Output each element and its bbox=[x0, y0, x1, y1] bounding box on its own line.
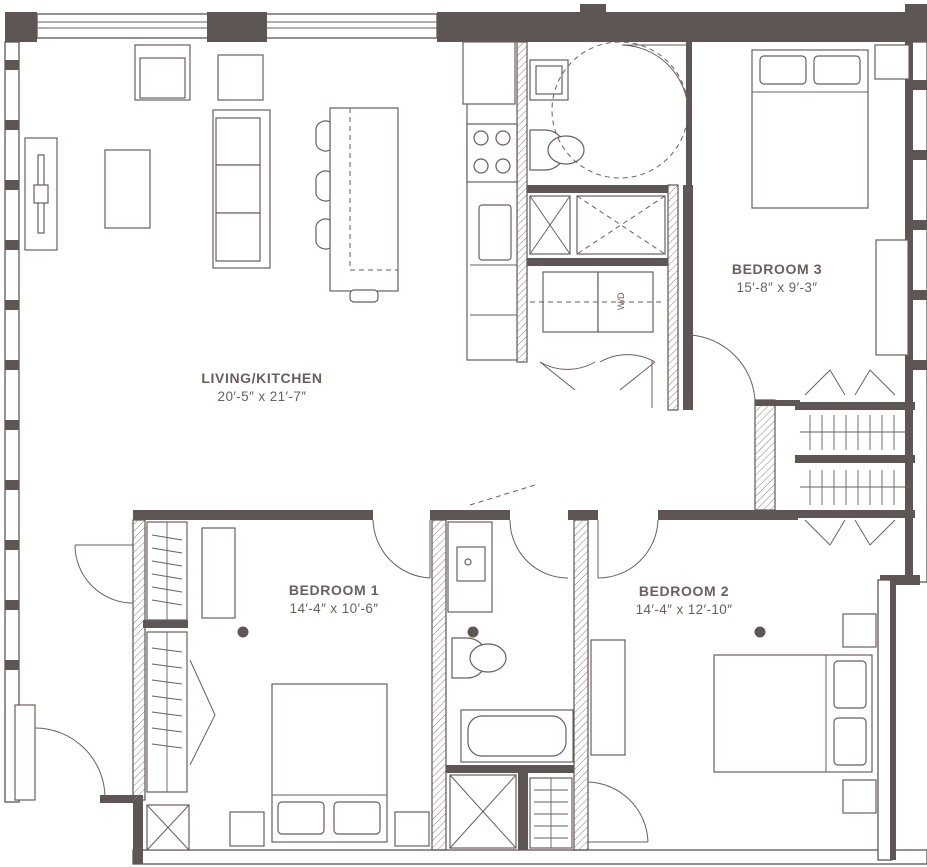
range bbox=[466, 123, 518, 183]
living-furniture bbox=[24, 41, 518, 361]
coffee-table bbox=[104, 149, 151, 229]
side-table bbox=[217, 54, 264, 101]
room-dim-bedroom2: 14′-4″ x 12′-10″ bbox=[636, 602, 733, 617]
bedroom1-furniture bbox=[146, 521, 430, 851]
room-name-living: LIVING/KITCHEN bbox=[201, 370, 322, 386]
room-name-bedroom3: BEDROOM 3 bbox=[732, 261, 822, 277]
nightstand-bedroom1-left bbox=[229, 811, 265, 847]
nightstand-bedroom1-right bbox=[394, 811, 430, 847]
bedroom3-furniture bbox=[751, 44, 910, 546]
dresser-bedroom2 bbox=[590, 639, 626, 756]
dryer bbox=[597, 271, 654, 333]
kitchen-island bbox=[329, 107, 399, 292]
right-window-marks bbox=[912, 80, 927, 370]
bath-top: W/D bbox=[529, 41, 756, 408]
bath-middle bbox=[447, 521, 649, 849]
refrigerator bbox=[462, 41, 516, 105]
room-dim-bedroom1: 14′-4″ x 10′-6″ bbox=[290, 601, 379, 616]
light-fixture-bedroom2 bbox=[754, 626, 766, 638]
room-dim-living: 20′-5″ x 21′-7″ bbox=[218, 389, 307, 404]
light-fixture-bath bbox=[467, 626, 479, 638]
kitchen-sink bbox=[478, 204, 512, 261]
closet-hangers-bedroom3 bbox=[800, 415, 910, 505]
dresser-bedroom3 bbox=[875, 239, 909, 356]
room-name-bedroom1: BEDROOM 1 bbox=[289, 582, 379, 598]
room-labels: LIVING/KITCHEN 20′-5″ x 21′-7″ BEDROOM 3… bbox=[201, 261, 822, 617]
nightstand-bedroom2-bottom bbox=[842, 779, 877, 814]
wd-label: W/D bbox=[616, 292, 626, 310]
exterior-walls bbox=[4, 4, 927, 865]
doors bbox=[14, 484, 659, 801]
dresser-bedroom1 bbox=[201, 527, 236, 619]
nightstand-bedroom2-top bbox=[842, 613, 877, 648]
left-window-marks bbox=[5, 60, 19, 670]
room-dim-bedroom3: 15′-8″ x 9′-3″ bbox=[736, 280, 817, 295]
room-name-bedroom2: BEDROOM 2 bbox=[639, 583, 729, 599]
shower bbox=[576, 195, 666, 255]
nightstand-bedroom3 bbox=[874, 44, 910, 80]
bedroom2-furniture bbox=[590, 613, 877, 814]
light-fixture-bedroom1 bbox=[237, 626, 249, 638]
